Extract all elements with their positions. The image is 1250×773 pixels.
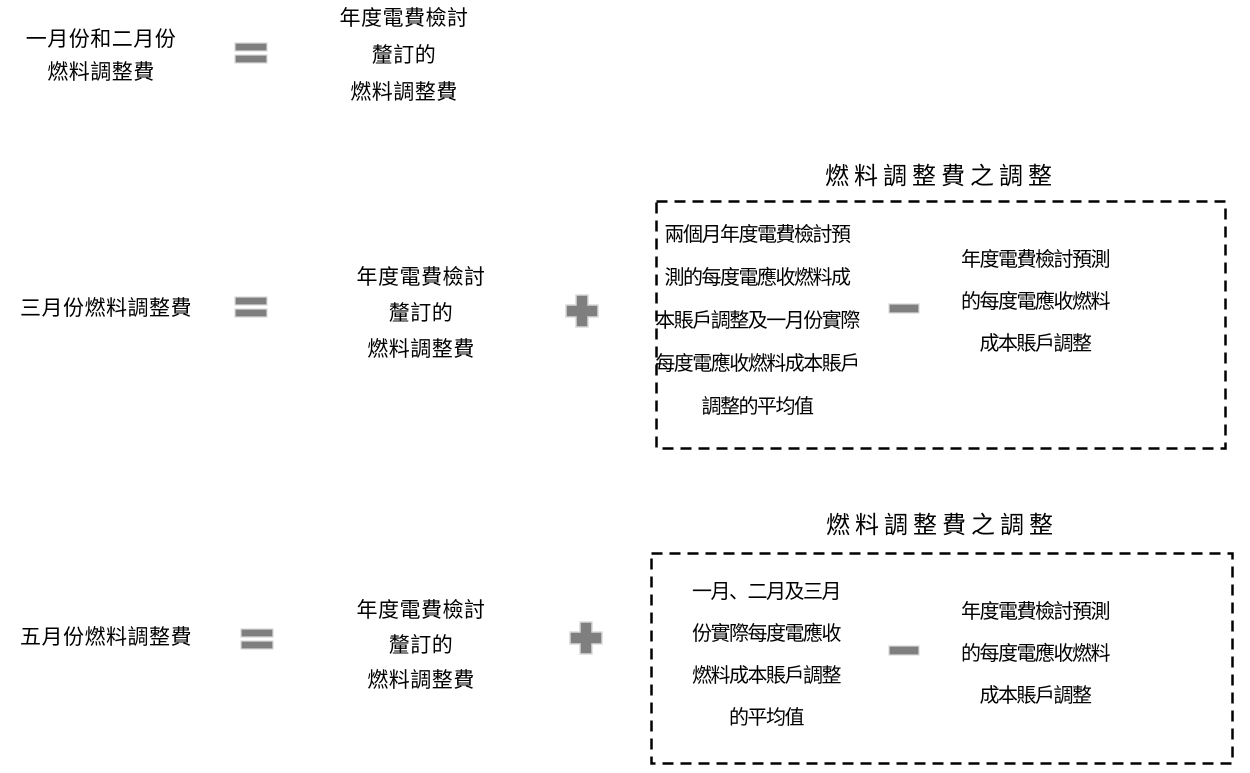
text-line: 兩個月年度電費檢討預 bbox=[664, 224, 852, 246]
text-line: 的每度電應收燃料 bbox=[961, 643, 1111, 665]
text-line: 五月份燃料調整費 bbox=[20, 626, 192, 649]
text-line: 釐訂的 bbox=[371, 44, 437, 67]
text-line: 測的每度電應收燃料成 bbox=[664, 267, 852, 289]
text-line: 調整的平均值 bbox=[701, 396, 815, 418]
text-line: 年度電費檢討 bbox=[356, 599, 486, 622]
row3-adjustment-title: 燃料調整費之調整 bbox=[826, 512, 1058, 539]
text-line: 的平均值 bbox=[729, 707, 805, 729]
text-line: 成本賬戶調整 bbox=[979, 685, 1093, 707]
minus-icon bbox=[888, 301, 920, 319]
text-line: 年度電費檢討預測 bbox=[961, 601, 1111, 623]
equals-icon bbox=[234, 296, 268, 323]
text-line: 燃料成本賬戶調整 bbox=[692, 665, 842, 687]
text-line: 燃料調整費 bbox=[47, 61, 155, 84]
row2-result-term: 三月份燃料調整費 bbox=[10, 292, 202, 326]
text-line: 燃料調整費 bbox=[350, 81, 458, 104]
text-line: 的每度電應收燃料 bbox=[961, 291, 1111, 313]
row3-result-term: 五月份燃料調整費 bbox=[10, 621, 202, 655]
row2-subtrahend-term: 年度電費檢討預測 的每度電應收燃料 成本賬戶調整 bbox=[950, 239, 1120, 365]
minus-icon bbox=[888, 643, 920, 661]
row2-minuend-term: 兩個月年度電費檢討預 測的每度電應收燃料成 本賬戶調整及一月份實際 每度電應收燃… bbox=[642, 214, 872, 429]
text-line: 份實際每度電應收 bbox=[692, 623, 842, 645]
text-line: 成本賬戶調整 bbox=[979, 333, 1093, 355]
row3-minuend-term: 一月、二月及三月 份實際每度電應收 燃料成本賬戶調整 的平均值 bbox=[676, 571, 856, 739]
text-line: 年度電費檢討 bbox=[339, 7, 469, 30]
row3-subtrahend-term: 年度電費檢討預測 的每度電應收燃料 成本賬戶調整 bbox=[950, 591, 1120, 717]
equals-icon bbox=[240, 628, 274, 655]
row2-adjustment-title: 燃料調整費之調整 bbox=[825, 163, 1057, 190]
text-line: 年度電費檢討 bbox=[356, 266, 486, 289]
text-line: 釐訂的 bbox=[388, 634, 454, 657]
text-line: 燃料調整費 bbox=[367, 669, 475, 692]
text-line: 三月份燃料調整費 bbox=[20, 297, 192, 320]
plus-icon bbox=[569, 621, 603, 660]
text-line: 年度電費檢討預測 bbox=[961, 249, 1111, 271]
text-line: 每度電應收燃料成本賬戶 bbox=[655, 353, 860, 375]
text-line: 釐訂的 bbox=[388, 302, 454, 325]
text-line: 一月、二月及三月 bbox=[692, 581, 842, 603]
row2-base-term: 年度電費檢討 釐訂的 燃料調整費 bbox=[345, 260, 497, 368]
row1-result-term: 一月份和二月份 燃料調整費 bbox=[10, 23, 192, 89]
text-line: 燃料調整費 bbox=[367, 338, 475, 361]
text-line: 本賬戶調整及一月份實際 bbox=[655, 310, 860, 332]
row3-base-term: 年度電費檢討 釐訂的 燃料調整費 bbox=[345, 593, 497, 698]
row1-base-term: 年度電費檢討 釐訂的 燃料調整費 bbox=[328, 0, 480, 111]
text-line: 一月份和二月份 bbox=[25, 28, 177, 51]
row2-adjustment-box bbox=[655, 200, 1227, 450]
plus-icon bbox=[565, 294, 599, 333]
equals-icon bbox=[234, 42, 268, 69]
row3-adjustment-box bbox=[650, 552, 1234, 765]
